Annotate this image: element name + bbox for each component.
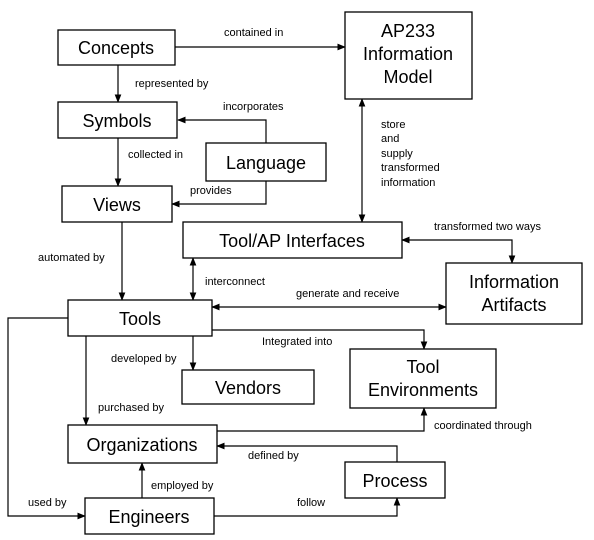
edge-label-purchased-by: purchased by xyxy=(98,402,165,414)
node-organizations[interactable]: Organizations xyxy=(67,424,218,464)
node-label: Organizations xyxy=(86,435,197,455)
node-language[interactable]: Language xyxy=(205,142,327,182)
node-tool-ap-interfaces[interactable]: Tool/AP Interfaces xyxy=(182,221,403,259)
node-tools[interactable]: Tools xyxy=(67,299,213,337)
edge-organizations-to-environments xyxy=(217,407,428,432)
node-label: Symbols xyxy=(82,111,151,131)
node-label: Views xyxy=(93,195,141,215)
node-label: Tools xyxy=(119,309,161,329)
node-tool-environments[interactable]: Tool Environments xyxy=(349,348,497,409)
edge-label-represented-by: represented by xyxy=(135,78,209,90)
edge-label-automated-by: automated by xyxy=(38,252,105,264)
node-engineers[interactable]: Engineers xyxy=(84,497,215,535)
node-label-line3: Model xyxy=(383,67,432,87)
edge-label-provides: provides xyxy=(190,185,232,197)
node-vendors[interactable]: Vendors xyxy=(181,369,315,405)
edge-label-transformed-two-ways: transformed two ways xyxy=(434,221,541,233)
node-label: Engineers xyxy=(108,507,189,527)
edge-label-contained-in: contained in xyxy=(224,27,283,39)
edge-label-follow: follow xyxy=(297,497,325,509)
edge-label-interconnect: interconnect xyxy=(205,276,265,288)
node-label-line2: Information xyxy=(363,44,453,64)
edge-label-store-line1: store xyxy=(381,119,405,131)
node-label: Process xyxy=(362,471,427,491)
edge-label-developed-by: developed by xyxy=(111,353,177,365)
node-process[interactable]: Process xyxy=(344,461,446,499)
edge-label-integrated-into: Integrated into xyxy=(262,336,332,348)
edge-tools-to-environments xyxy=(212,329,428,350)
node-label-line1: Information xyxy=(469,272,559,292)
edge-label-store-line2: and xyxy=(381,133,399,145)
edge-label-coordinated-through: coordinated through xyxy=(434,420,532,432)
edge-label-store-line3: supply xyxy=(381,148,413,160)
edge-interfaces-artifacts xyxy=(401,236,516,264)
node-label-line1: Tool xyxy=(406,357,439,377)
node-concepts[interactable]: Concepts xyxy=(57,29,176,66)
node-label-line1: AP233 xyxy=(381,21,435,41)
edge-process-to-organizations xyxy=(216,442,398,462)
edge-label-used-by: used by xyxy=(28,497,67,509)
edge-label-store-line4: transformed xyxy=(381,162,440,174)
edge-label-employed-by: employed by xyxy=(151,480,214,492)
node-views[interactable]: Views xyxy=(61,185,173,223)
node-label: Concepts xyxy=(78,38,154,58)
edge-language-to-views xyxy=(171,181,267,208)
edge-label-store-line5: information xyxy=(381,177,435,189)
edge-language-to-symbols xyxy=(177,116,267,143)
node-label-line2: Artifacts xyxy=(481,295,546,315)
node-label: Language xyxy=(226,153,306,173)
edge-label-generate-and-receive: generate and receive xyxy=(296,288,399,300)
node-ap233-information-model[interactable]: AP233 Information Model xyxy=(344,11,473,100)
edge-label-collected-in: collected in xyxy=(128,149,183,161)
edge-engineers-to-process xyxy=(214,497,401,517)
node-information-artifacts[interactable]: Information Artifacts xyxy=(445,262,583,325)
node-label: Tool/AP Interfaces xyxy=(219,231,365,251)
edge-label-defined-by: defined by xyxy=(248,450,299,462)
node-label: Vendors xyxy=(215,378,281,398)
edge-label-incorporates: incorporates xyxy=(223,101,284,113)
node-symbols[interactable]: Symbols xyxy=(57,101,178,139)
node-label-line2: Environments xyxy=(368,380,478,400)
edge-tools-to-engineers xyxy=(7,317,86,520)
